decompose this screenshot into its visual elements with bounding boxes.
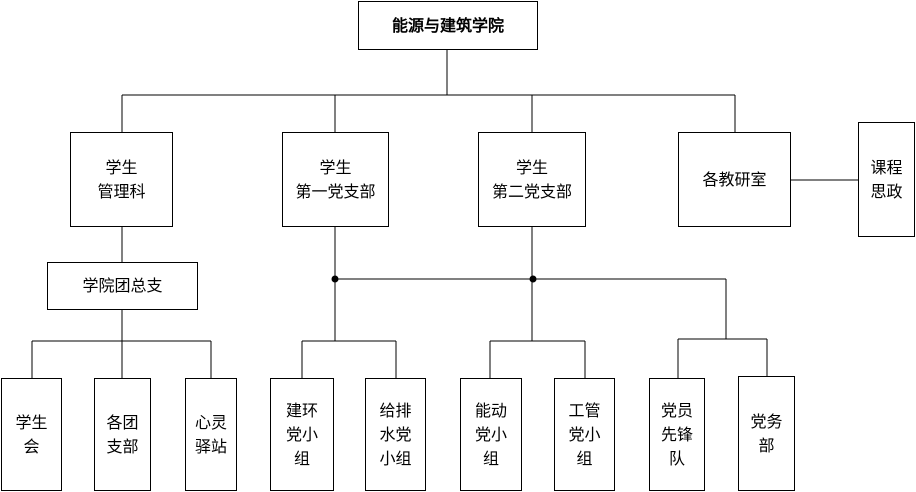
node-label-line: 组 [293, 448, 310, 468]
node-label-line: 给排 [379, 400, 412, 420]
node-label-line: 学生 [515, 157, 548, 177]
node-party-group: 建环 党小 组 [270, 378, 334, 491]
node-label-line: 学生 [15, 412, 48, 432]
node-teaching-offices: 各教研室 [678, 132, 791, 227]
node-label-line: 党小 [285, 424, 318, 444]
node-label-line: 学生 [319, 157, 352, 177]
junction-dot [529, 275, 537, 283]
node-label-line: 水党 [379, 424, 412, 444]
node-label-line: 会 [23, 436, 40, 456]
node-label: 学院团总支 [82, 276, 163, 295]
node-label-line: 组 [482, 448, 499, 468]
node-label-line: 管理科 [97, 181, 146, 201]
node-party-group: 工管 党小 组 [554, 378, 615, 491]
node-label-line: 各教研室 [702, 169, 767, 189]
node-label-line: 驿站 [194, 436, 227, 456]
node-label-line: 思政 [870, 181, 903, 201]
node-label-line: 学生 [105, 157, 138, 177]
node-label-line: 各团 [106, 412, 139, 432]
node-label-line: 支部 [106, 436, 139, 456]
root-node: 能源与建筑学院 [358, 1, 538, 50]
node-label-line: 党小 [474, 424, 507, 444]
node-label-line: 课程 [870, 157, 903, 177]
node-vanguard-team: 党员 先锋 队 [649, 378, 705, 491]
junction-dot [331, 275, 339, 283]
node-student-management: 学生 管理科 [70, 132, 173, 227]
node-label-line: 建环 [285, 400, 318, 420]
node-party-branch-2: 学生 第二党支部 [478, 132, 586, 227]
node-party-affairs: 党务 部 [738, 376, 795, 491]
node-label-line: 第一党支部 [295, 181, 376, 201]
node-label-line: 组 [576, 448, 593, 468]
node-label-line: 党务 [750, 411, 783, 431]
node-label-line: 能动 [474, 400, 507, 420]
node-student-union: 学生 会 [1, 378, 62, 491]
node-label-line: 第二党支部 [491, 181, 572, 201]
node-label-line: 先锋 [660, 424, 693, 444]
node-label-line: 小组 [379, 448, 412, 468]
node-league-branches: 各团 支部 [94, 378, 151, 491]
node-party-group: 能动 党小 组 [460, 378, 522, 491]
node-youth-league: 学院团总支 [47, 262, 198, 310]
node-label-line: 工管 [568, 400, 601, 420]
node-party-group: 给排 水党 小组 [365, 378, 426, 491]
root-label: 能源与建筑学院 [391, 15, 504, 35]
node-party-branch-1: 学生 第一党支部 [282, 132, 389, 227]
node-label-line: 心灵 [194, 412, 227, 432]
node-label-line: 党员 [660, 400, 693, 420]
node-mind-station: 心灵 驿站 [185, 378, 237, 491]
node-label-line: 党小 [568, 424, 601, 444]
node-label-line: 部 [758, 435, 775, 455]
node-course-ideology: 课程 思政 [858, 122, 915, 237]
node-label-line: 队 [668, 448, 685, 468]
